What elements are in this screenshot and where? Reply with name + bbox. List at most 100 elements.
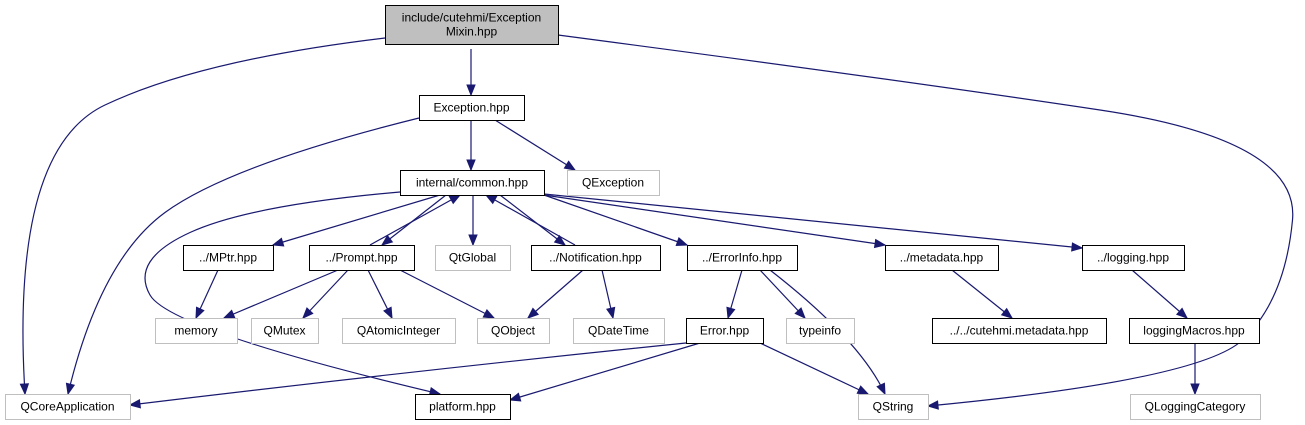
edge-notification-to-qobject — [527, 269, 584, 319]
edge-error-to-qcoreapp — [129, 342, 687, 406]
arrowhead-notification-to-qobject — [526, 307, 540, 319]
arrowhead-notification-to-common — [484, 194, 498, 205]
node-label-qexception: QException — [582, 176, 644, 190]
node-qdatetime: QDateTime — [573, 318, 665, 344]
edges — [19, 34, 1294, 410]
node-label-qstring: QString — [873, 400, 914, 414]
arrowhead-prompt-to-qmutex — [302, 307, 314, 319]
node-label-cutehmimeta: ../../cutehmi.metadata.hpp — [950, 324, 1089, 338]
node-qmutex: QMutex — [251, 318, 319, 344]
node-box-typeinfo — [786, 318, 855, 344]
edge-errorinfo-to-typeinfo — [759, 269, 806, 319]
edge-prompt-to-qobject — [399, 269, 495, 319]
node-box-memory — [155, 318, 238, 344]
node-errorinfo[interactable]: ../ErrorInfo.hpp — [687, 245, 798, 271]
node-platform[interactable]: platform.hpp — [415, 394, 511, 420]
node-qexception: QException — [567, 170, 660, 196]
node-mptr[interactable]: ../MPtr.hpp — [183, 245, 274, 271]
node-qstring: QString — [858, 394, 929, 420]
arrowhead-exception-to-qexception — [563, 160, 577, 171]
node-label-qobject: QObject — [491, 324, 536, 338]
edge-common-to-platform — [144, 191, 441, 395]
node-metadata[interactable]: ../metadata.hpp — [885, 245, 999, 271]
arrowhead-error-to-platform — [508, 392, 522, 402]
node-label-memory: memory — [174, 324, 217, 338]
arrowhead-errorinfo-to-typeinfo — [794, 307, 806, 319]
node-box-loggingmacros — [1129, 318, 1260, 344]
edge-root-to-qstring — [557, 34, 1294, 407]
node-error[interactable]: Error.hpp — [686, 318, 764, 344]
node-box-qobject — [477, 318, 550, 344]
node-box-errorinfo — [687, 245, 798, 271]
edge-prompt-to-common — [369, 194, 461, 246]
arrowhead-common-to-mptr — [271, 237, 285, 247]
node-box-qdatetime — [573, 318, 665, 344]
node-box-qstring — [858, 394, 929, 420]
node-cutehmimeta[interactable]: ../../cutehmi.metadata.hpp — [932, 318, 1107, 344]
arrowhead-common-to-qtglobal — [468, 234, 478, 247]
edge-common-to-logging — [543, 193, 1083, 249]
edge-exception-to-qexception — [494, 119, 576, 171]
node-label-root-line-2: Mixin.hpp — [446, 25, 498, 39]
arrowhead-common-to-errorinfo — [675, 237, 689, 247]
node-label-errorinfo: ../ErrorInfo.hpp — [702, 251, 782, 265]
node-label-qatomic: QAtomicInteger — [357, 324, 440, 338]
node-qatomic: QAtomicInteger — [342, 318, 456, 344]
arrowhead-error-to-qcoreapp — [128, 399, 141, 409]
node-box-prompt — [309, 245, 415, 271]
node-label-error: Error.hpp — [700, 324, 750, 338]
arrowhead-common-to-metadata — [873, 238, 887, 249]
node-label-root-line-1: include/cutehmi/Exception — [402, 11, 541, 25]
arrowhead-mptr-to-memory — [195, 306, 205, 320]
node-label-typeinfo: typeinfo — [799, 324, 841, 338]
edge-root-to-qcoreapp — [22, 37, 386, 395]
node-box-qexception — [567, 170, 660, 196]
arrowhead-errorinfo-to-qstring — [876, 382, 886, 396]
node-qtglobal: QtGlobal — [435, 245, 511, 271]
node-qcoreapp: QCoreApplication — [5, 394, 131, 420]
node-typeinfo: typeinfo — [786, 318, 855, 344]
arrowhead-prompt-to-memory — [222, 309, 236, 319]
node-memory: memory — [155, 318, 238, 344]
node-box-mptr — [183, 245, 274, 271]
arrowhead-root-to-exception — [466, 84, 476, 97]
arrowhead-errorinfo-to-error — [726, 306, 736, 320]
node-label-prompt: ../Prompt.hpp — [325, 251, 397, 265]
node-box-error — [686, 318, 764, 344]
node-label-qtglobal: QtGlobal — [449, 251, 496, 265]
arrowhead-common-to-logging — [1071, 242, 1084, 252]
node-box-qloggingcat — [1130, 394, 1261, 420]
node-box-exception — [419, 95, 525, 121]
edge-common-to-errorinfo — [543, 194, 688, 246]
node-prompt[interactable]: ../Prompt.hpp — [309, 245, 415, 271]
node-label-mptr: ../MPtr.hpp — [199, 251, 257, 265]
node-exception[interactable]: Exception.hpp — [419, 95, 525, 121]
node-box-metadata — [885, 245, 999, 271]
edge-prompt-to-qmutex — [302, 269, 349, 319]
node-label-exception: Exception.hpp — [433, 101, 509, 115]
node-label-notification: ../Notification.hpp — [549, 251, 642, 265]
node-box-qatomic — [342, 318, 456, 344]
node-box-qmutex — [251, 318, 319, 344]
node-label-platform: platform.hpp — [429, 400, 496, 414]
node-logging[interactable]: ../logging.hpp — [1082, 245, 1185, 271]
arrowhead-exception-to-common — [466, 159, 476, 172]
arrowhead-prompt-to-common — [448, 194, 462, 205]
node-notification[interactable]: ../Notification.hpp — [531, 245, 661, 271]
node-box-common — [400, 170, 545, 196]
arrowhead-root-to-qstring — [926, 400, 939, 410]
node-label-loggingmacros: loggingMacros.hpp — [1143, 324, 1245, 338]
edge-error-to-qstring — [759, 342, 869, 395]
node-label-qdatetime: QDateTime — [588, 324, 649, 338]
node-label-qcoreapp: QCoreApplication — [20, 400, 114, 414]
node-common[interactable]: internal/common.hpp — [400, 170, 545, 196]
node-box-notification — [531, 245, 661, 271]
arrowhead-root-to-qcoreapp — [19, 383, 30, 396]
arrowhead-metadata-to-cutehmimeta — [1000, 307, 1014, 319]
node-label-metadata: ../metadata.hpp — [900, 251, 984, 265]
node-label-common: internal/common.hpp — [416, 176, 528, 190]
node-loggingmacros[interactable]: loggingMacros.hpp — [1129, 318, 1260, 344]
arrowhead-logging-to-loggingmacros — [1175, 307, 1189, 319]
edge-common-to-metadata — [543, 194, 886, 246]
